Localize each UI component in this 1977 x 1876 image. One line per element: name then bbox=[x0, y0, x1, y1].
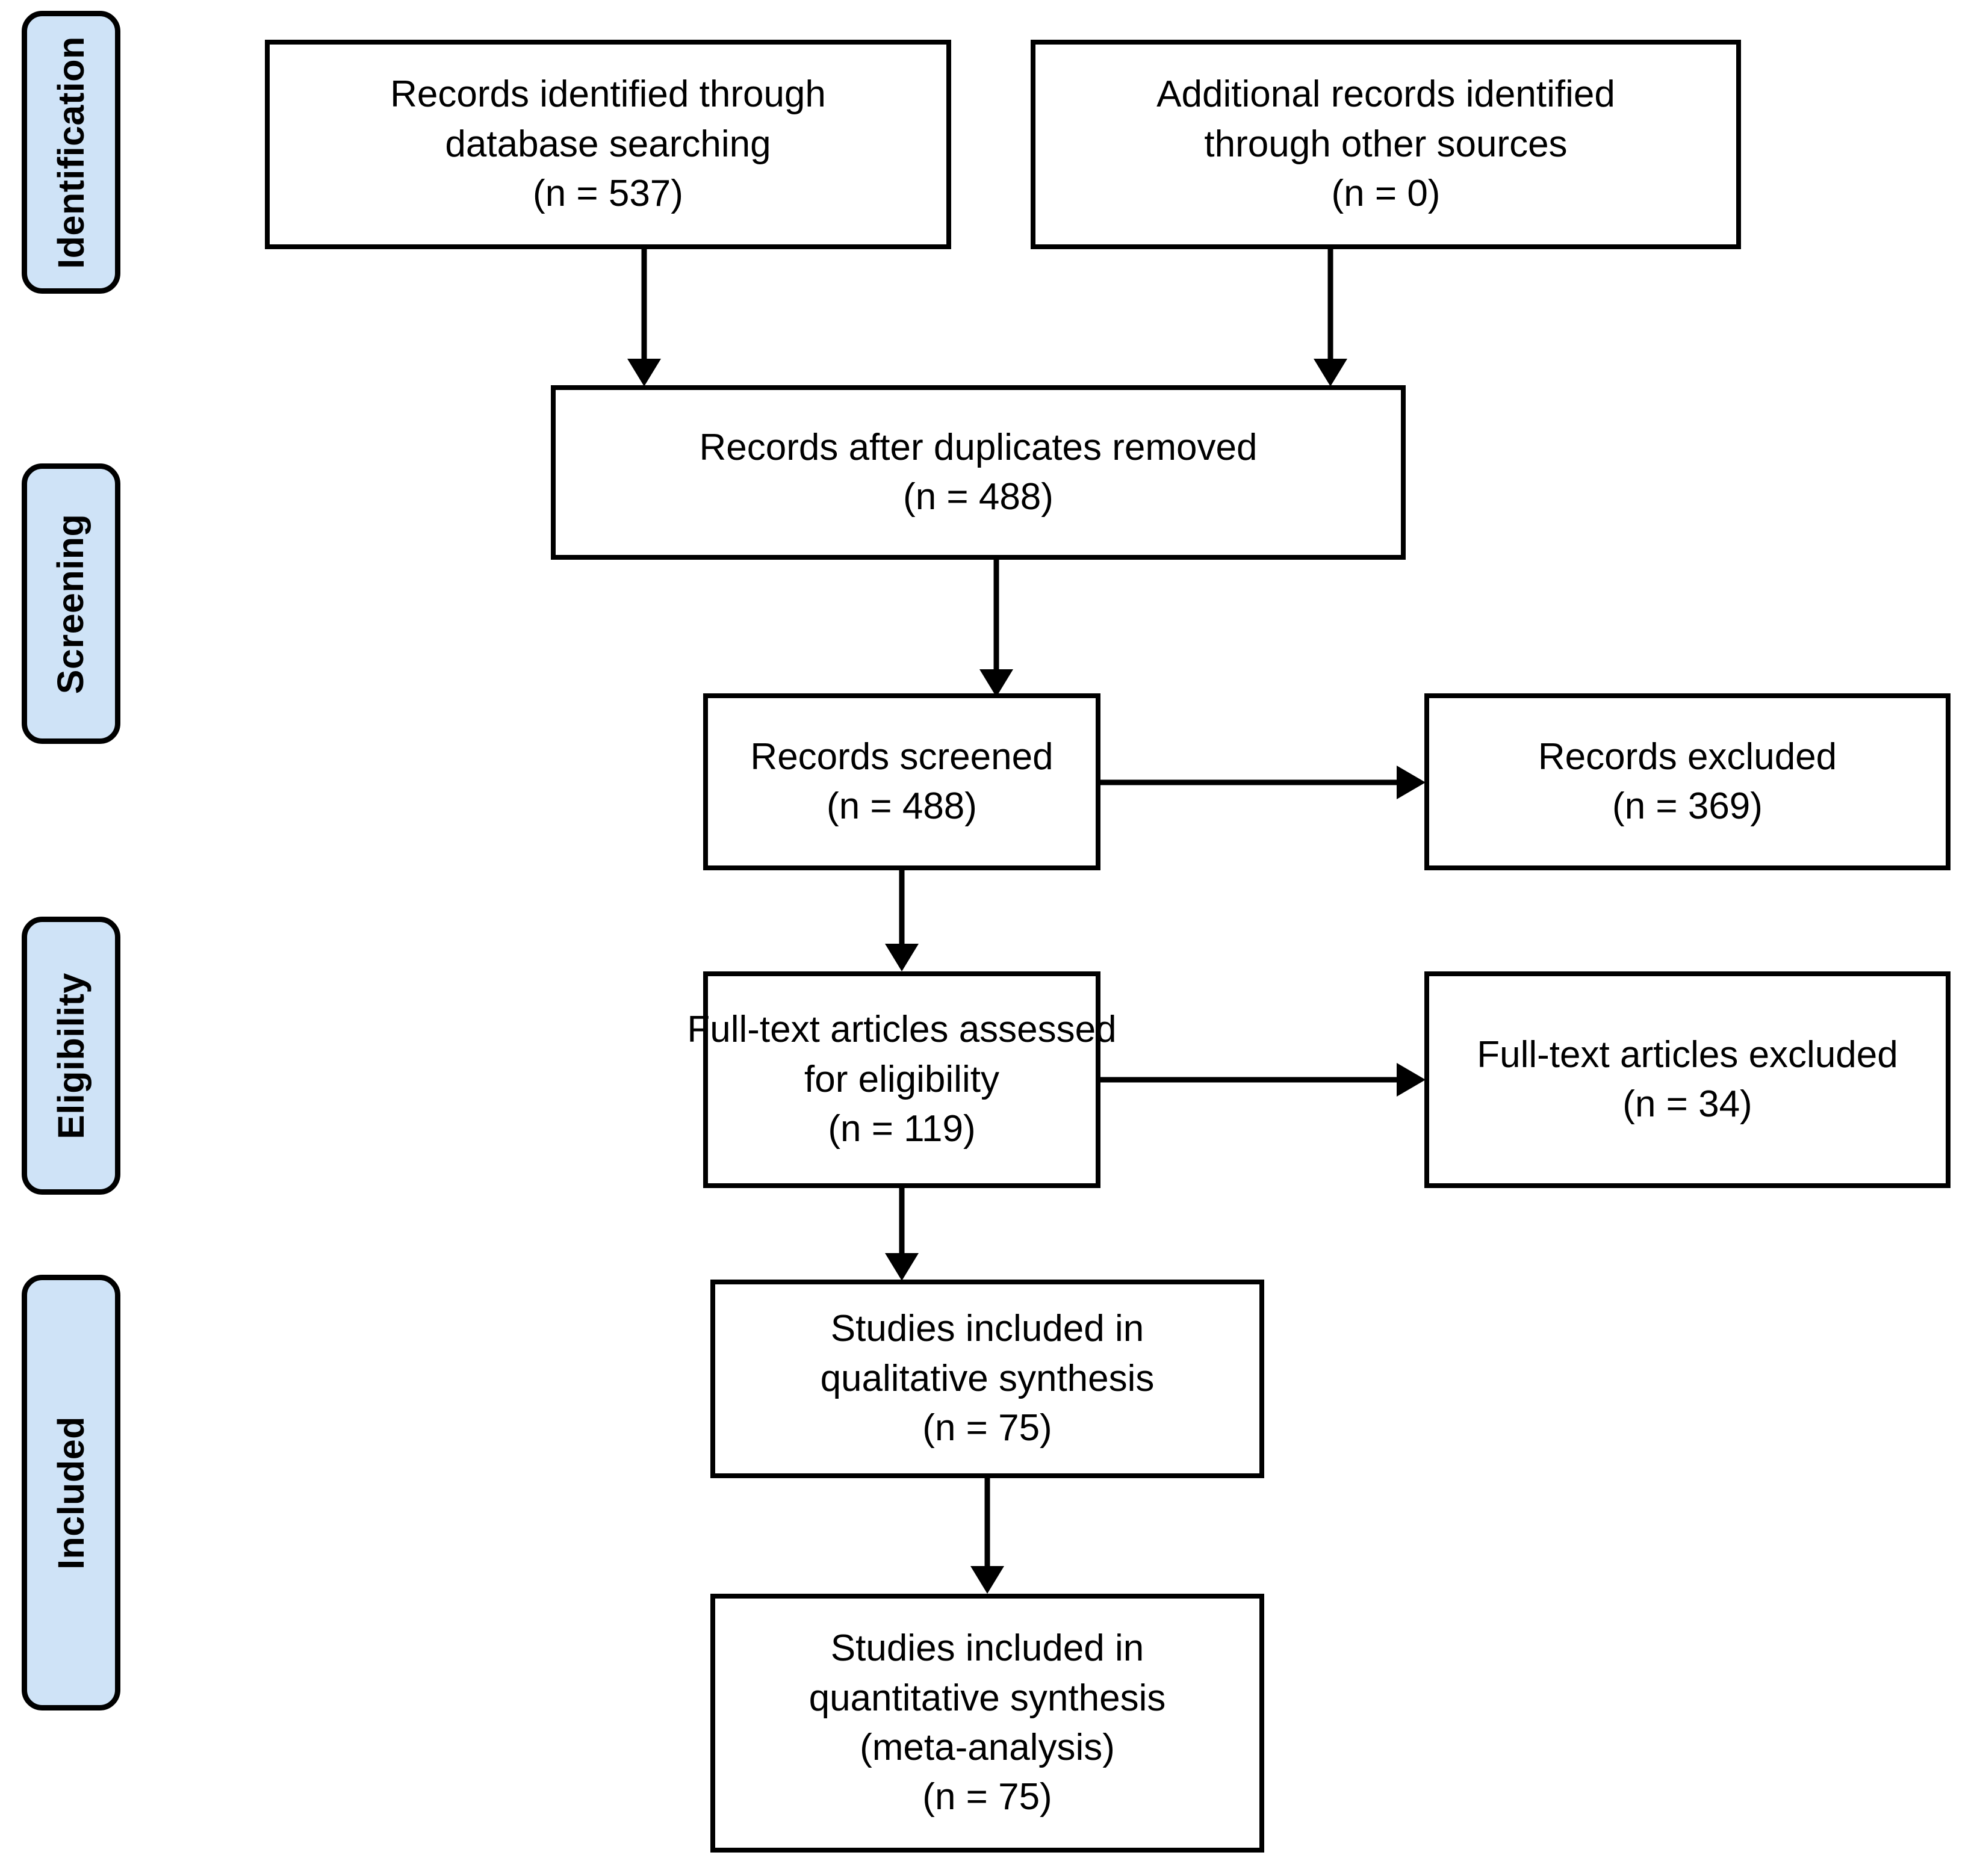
stage-tab-eligibility: Eligibility bbox=[22, 917, 120, 1195]
box-studies-quantitative-synthesis: Studies included in quantitative synthes… bbox=[710, 1594, 1264, 1853]
box-records-after-duplicates-removed: Records after duplicates removed (n = 48… bbox=[551, 385, 1406, 560]
box-line: (n = 0) bbox=[1331, 173, 1441, 215]
connector-database-to-duplicates bbox=[620, 247, 668, 389]
box-additional-records-other-sources: Additional records identified through ot… bbox=[1031, 40, 1741, 249]
connector-fulltext-to-fulltext-excluded bbox=[1098, 1056, 1429, 1104]
box-line: Records identified through bbox=[390, 73, 826, 116]
connector-duplicates-to-screened bbox=[972, 557, 1020, 699]
stage-tab-screening: Screening bbox=[22, 463, 120, 744]
box-line: database searching bbox=[445, 123, 771, 165]
box-line: (n = 75) bbox=[922, 1407, 1052, 1449]
box-line: (meta-analysis) bbox=[860, 1727, 1115, 1768]
box-fulltext-articles-excluded: Full-text articles excluded (n = 34) bbox=[1424, 971, 1951, 1188]
box-line: through other sources bbox=[1204, 123, 1568, 165]
box-fulltext-articles-assessed: Full-text articles assessed for eligibil… bbox=[687, 971, 1117, 1188]
box-line: (n = 75) bbox=[922, 1776, 1052, 1818]
box-line: Full-text articles assessed bbox=[687, 1009, 1117, 1051]
box-line: (n = 537) bbox=[533, 173, 683, 215]
box-line: Full-text articles excluded bbox=[1477, 1033, 1898, 1076]
box-line: Studies included in bbox=[830, 1308, 1144, 1350]
connector-fulltext-to-qualitative bbox=[878, 1186, 926, 1283]
box-line: (n = 488) bbox=[827, 785, 977, 827]
stage-tab-identification-label: Identification bbox=[50, 36, 92, 269]
stage-tab-included-label: Included bbox=[50, 1416, 92, 1570]
box-line: qualitative synthesis bbox=[820, 1357, 1155, 1399]
box-line: (n = 488) bbox=[903, 476, 1054, 518]
box-line: (n = 119) bbox=[828, 1108, 976, 1150]
stage-tab-eligibility-label: Eligibility bbox=[50, 972, 92, 1139]
connector-other-sources-to-duplicates bbox=[1306, 247, 1355, 389]
box-records-screened: Records screened (n = 488) bbox=[703, 693, 1100, 870]
box-line: Additional records identified bbox=[1156, 73, 1615, 116]
box-line: for eligibility bbox=[804, 1058, 999, 1100]
stage-tab-included: Included bbox=[22, 1275, 120, 1710]
box-line: Records after duplicates removed bbox=[699, 426, 1258, 468]
connector-screened-to-fulltext bbox=[878, 868, 926, 974]
box-line: Records excluded bbox=[1538, 735, 1837, 778]
box-line: (n = 34) bbox=[1622, 1083, 1752, 1125]
box-line: Studies included in bbox=[830, 1627, 1144, 1670]
box-line: (n = 369) bbox=[1612, 785, 1763, 827]
stage-tab-screening-label: Screening bbox=[50, 513, 92, 694]
box-records-excluded: Records excluded (n = 369) bbox=[1424, 693, 1951, 870]
box-line: quantitative synthesis bbox=[808, 1677, 1166, 1719]
box-line: Records screened bbox=[750, 735, 1054, 778]
connector-screened-to-excluded bbox=[1098, 758, 1429, 806]
box-studies-qualitative-synthesis: Studies included in qualitative synthesi… bbox=[710, 1280, 1264, 1478]
connector-qualitative-to-quantitative bbox=[963, 1476, 1011, 1596]
stage-tab-identification: Identification bbox=[22, 11, 120, 294]
box-records-identified-database: Records identified through database sear… bbox=[265, 40, 951, 249]
